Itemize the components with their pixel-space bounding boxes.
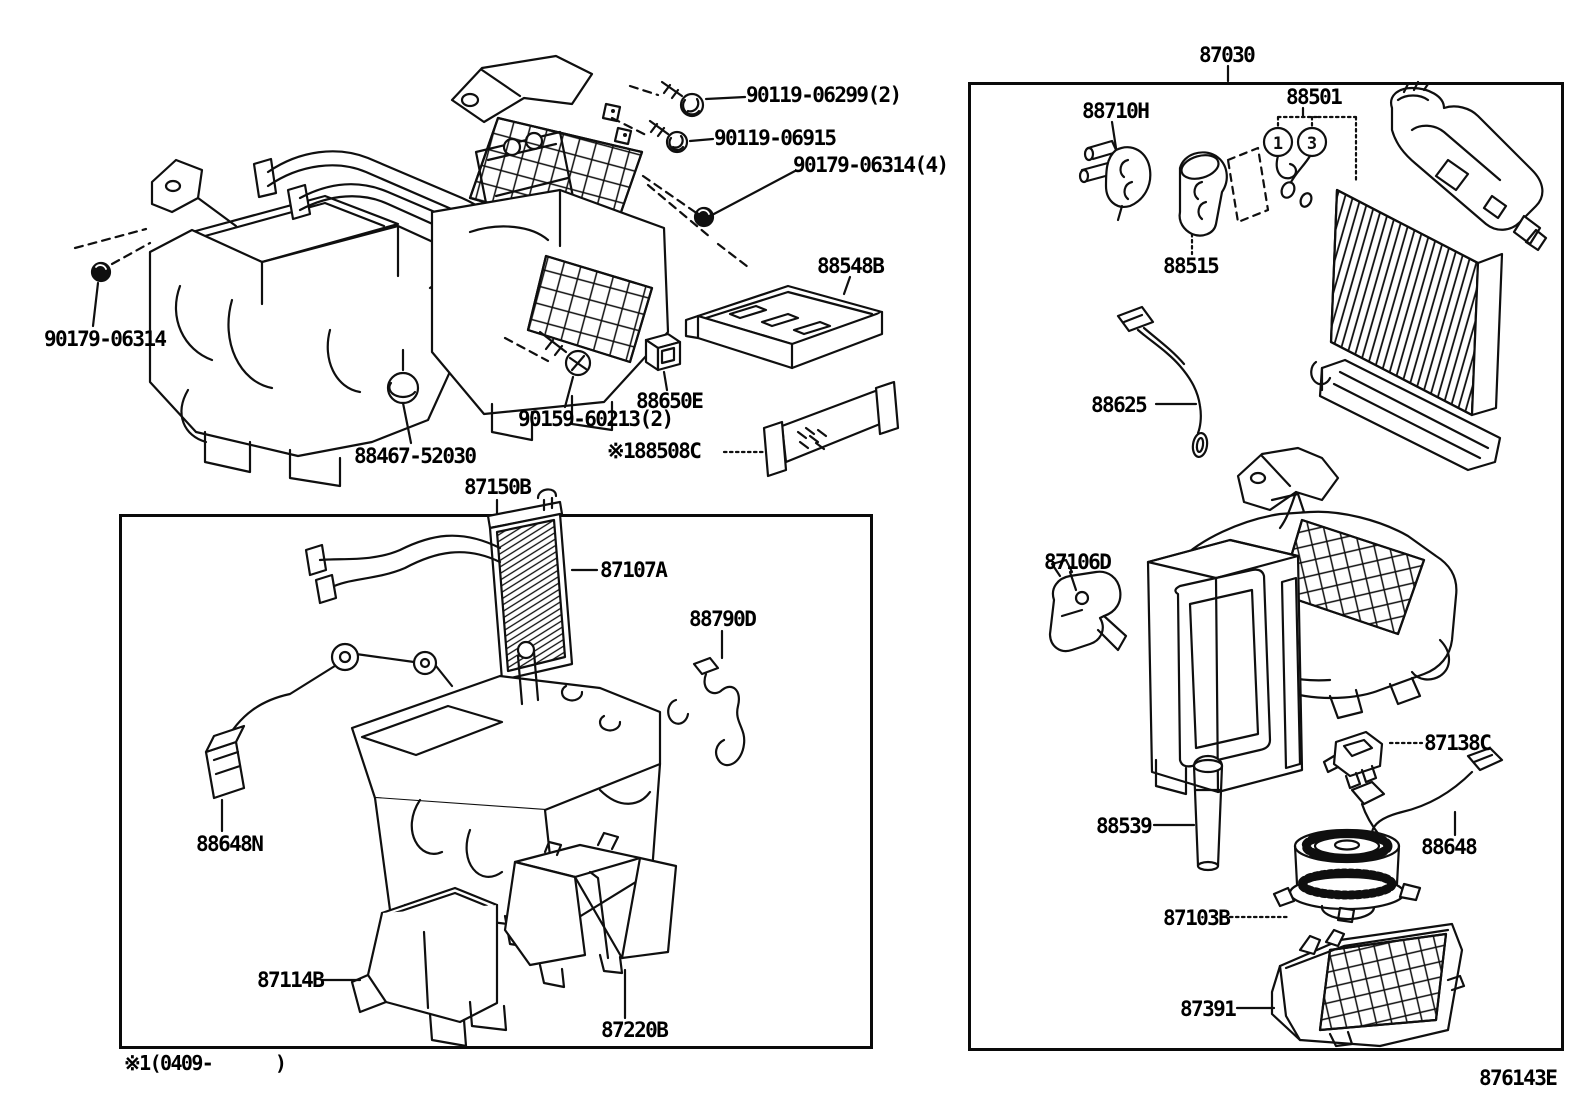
thermistor-wire-88648N-drawing [204,642,454,800]
detail-box-87030 [968,82,1564,1051]
thermistor-88625-drawing [1116,305,1209,459]
blower-cover-87391-drawing [1270,922,1466,1048]
duct-87220B-drawing [503,831,678,989]
callout-87103B: 87103B [1163,906,1231,930]
callout-87138C: 87138C [1424,731,1492,755]
circled-ref-3: 3 [1307,134,1317,154]
tray-88548B-drawing [684,284,884,370]
callout-88648N: 88648N [196,832,264,856]
circled-ref-1: 1 [1273,134,1283,154]
callout-87114B: 87114B [257,968,325,992]
callout-87107A: 87107A [600,558,668,582]
callout-88648: 88648 [1421,835,1478,859]
nut-90179-06314-icon [90,241,152,283]
callout-88539: 88539 [1096,814,1153,838]
duct-87114B-drawing [350,886,508,1048]
callout-90119-06299: 90119-06299(2) [746,83,902,107]
wire-damper-88790D-drawing [667,656,746,767]
callout-88501: 88501 [1286,85,1343,109]
box-title-87030: 87030 [1199,43,1256,67]
aspirator-tube-88539-drawing [1192,754,1224,872]
callout-88548B: 88548B [817,254,885,278]
heater-valve-88710H-drawing [1078,139,1152,222]
blower-resistor-87138C-drawing [1322,730,1384,790]
callout-88650E: 88650E [636,389,704,413]
callout-88710H: 88710H [1082,99,1150,123]
callout-90179-06314x4: 90179-06314(4) [793,153,949,177]
callout-88790D: 88790D [689,607,757,631]
servo-88515-drawing [1178,146,1270,256]
blower-motor-87103B-drawing [1272,828,1422,924]
callout-88467-52030: 88467-52030 [354,444,477,468]
callout-88625: 88625 [1091,393,1148,417]
screw-90159-60213-icon [538,330,592,377]
callout-87106D: 87106D [1044,550,1112,574]
filter-88508C-drawing [762,380,900,478]
footnote: ※1(0409- ) [124,1051,287,1075]
suction-pipe-duct-drawing [1390,80,1548,252]
clip-88650E-drawing [644,332,682,372]
servo-87106D-drawing [1048,558,1128,653]
callout-88515: 88515 [1163,254,1220,278]
callout-90119-06915: 90119-06915 [714,126,837,150]
evaporator-drawing [1310,188,1504,472]
callout-87220B: 87220B [601,1018,669,1042]
cooling-unit-case-drawing [1146,446,1458,796]
relay-88501-bracket [1262,106,1358,208]
heater-case-drawing [350,640,662,952]
screw-90119-06299-icon [660,80,705,118]
blower-wire-88648-drawing [1350,746,1504,838]
heater-radiator-87107A-drawing [304,488,574,682]
nut-90179-06314x4-icon [693,206,715,228]
callout-87391: 87391 [1180,997,1237,1021]
screw-90119-06915-icon [648,119,689,154]
callout-90159-60213: 90159-60213(2) [518,407,674,431]
heater-assembly-drawing [73,54,750,488]
box-title-87150B: 87150B [464,475,532,499]
leader-lines [91,64,1457,1020]
callout-88508C: ※188508C [607,439,702,463]
drawing-code: 876143E [1479,1066,1558,1090]
callout-90179-06314: 90179-06314 [44,327,167,351]
